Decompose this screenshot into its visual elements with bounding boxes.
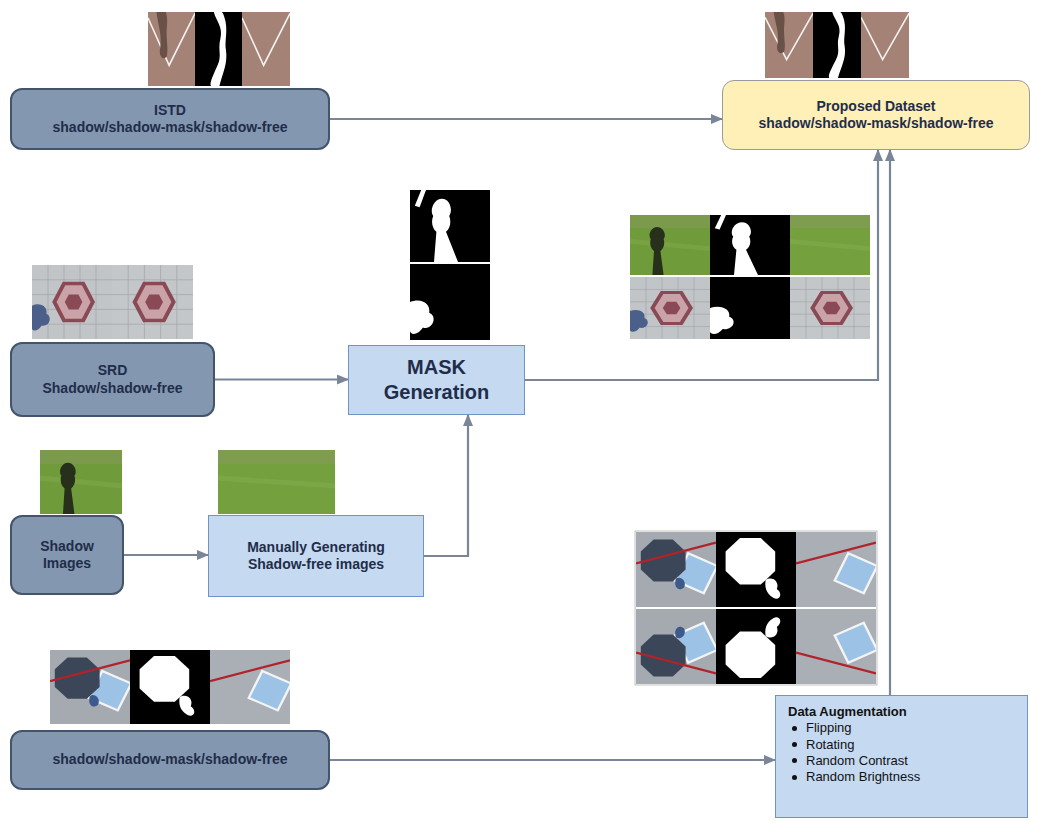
box-title: Manually Generating Shadow-free images: [219, 539, 413, 574]
bullet-text: Flipping: [806, 720, 852, 736]
flow-arrow: [330, 118, 722, 120]
box-content: Data AugmentationFlippingRotatingRandom …: [776, 696, 932, 793]
box-content: ISTDshadow/shadow-mask/shadow-free: [43, 96, 298, 143]
box-content: Shadow Images: [12, 532, 122, 579]
bullet-item: Rotating: [788, 737, 920, 753]
box-subtitle: Shadow/shadow-free: [42, 380, 182, 398]
box-content: MASK Generation: [367, 349, 507, 411]
process-box: Data AugmentationFlippingRotatingRandom …: [775, 695, 1028, 818]
source-box: SRDShadow/shadow-free: [10, 342, 215, 417]
flow-arrow: [889, 150, 891, 695]
source-box: shadow/shadow-mask/shadow-free: [10, 730, 330, 790]
box-title: ISTD: [53, 102, 288, 120]
bullet-dot: [792, 742, 797, 747]
box-subtitle: shadow/shadow-mask/shadow-free: [759, 115, 994, 133]
bullet-dot: [792, 758, 797, 763]
box-content: Proposed Datasetshadow/shadow-mask/shado…: [749, 92, 1004, 139]
flow-arrow: [124, 554, 208, 556]
bullet-dot: [792, 726, 797, 731]
bullet-text: Rotating: [806, 737, 854, 753]
box-title: Data Augmentation: [788, 704, 920, 720]
flow-arrow: [330, 759, 775, 761]
box-content: Manually Generating Shadow-free images: [209, 533, 423, 580]
bullet-text: Random Brightness: [806, 769, 920, 785]
source-box: Shadow Images: [10, 515, 124, 595]
bullet-item: Random Brightness: [788, 769, 920, 785]
flow-arrow: [215, 378, 348, 380]
process-box: ISTDshadow/shadow-mask/shadow-free: [10, 88, 330, 150]
box-title: Shadow Images: [22, 538, 112, 573]
process-box: Manually Generating Shadow-free images: [208, 515, 424, 597]
bullet-text: Random Contrast: [806, 753, 908, 769]
output-box: Proposed Datasetshadow/shadow-mask/shado…: [722, 80, 1030, 150]
box-content: shadow/shadow-mask/shadow-free: [43, 745, 298, 775]
flow-arrow: [525, 150, 878, 380]
bullet-dot: [792, 775, 797, 780]
box-content: SRDShadow/shadow-free: [32, 356, 192, 403]
box-title: SRD: [42, 362, 182, 380]
bullet-item: Flipping: [788, 720, 920, 736]
flow-arrow: [424, 415, 468, 556]
bullet-item: Random Contrast: [788, 753, 920, 769]
process-box: MASK Generation: [348, 345, 525, 415]
box-title: MASK Generation: [377, 355, 497, 405]
box-subtitle: shadow/shadow-mask/shadow-free: [53, 119, 288, 137]
box-title: shadow/shadow-mask/shadow-free: [53, 751, 288, 769]
box-title: Proposed Dataset: [759, 98, 994, 116]
